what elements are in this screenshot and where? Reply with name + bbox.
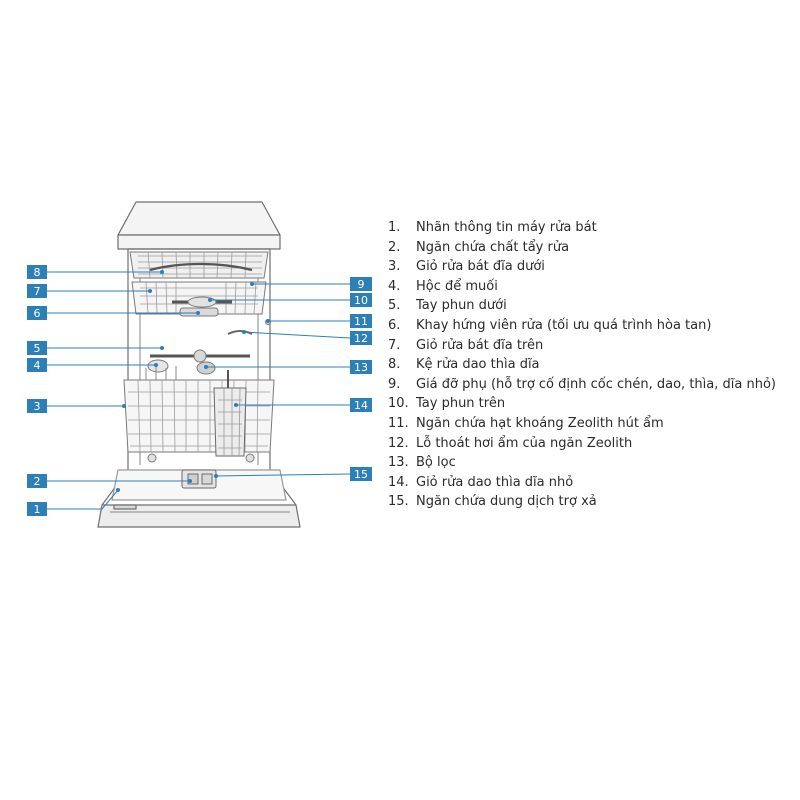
callout-13: 13 (350, 360, 372, 374)
legend-text: Lỗ thoát hơi ẩm của ngăn Zeolith (416, 435, 633, 451)
parts-legend: 1. Nhãn thông tin máy rửa bát 2. Ngăn chứa… (388, 218, 776, 512)
callout-label: 4 (34, 359, 41, 372)
legend-text: Tay phun dưới (416, 298, 507, 314)
callout-8: 8 (27, 265, 47, 279)
legend-item: 14. Giỏ rửa dao thìa dĩa nhỏ (388, 473, 776, 493)
legend-text: Ngăn chứa hạt khoáng Zeolith hút ẩm (416, 415, 664, 431)
callout-label: 1 (34, 503, 41, 516)
rating-label-plate (113, 504, 137, 510)
callout-10: 10 (350, 293, 372, 307)
callout-label: 12 (354, 332, 368, 345)
callout-label: 14 (354, 399, 368, 412)
legend-number: 13. (388, 455, 409, 471)
leader-dots (116, 270, 270, 492)
legend-item: 10. Tay phun trên (388, 394, 776, 414)
detergent-dispenser-drawing (181, 469, 217, 489)
legend-number: 6. (388, 317, 401, 333)
legend-number: 1. (388, 220, 401, 235)
callout-label: 7 (34, 285, 41, 298)
callout-label: 11 (354, 315, 368, 328)
callout-label: 10 (354, 294, 368, 307)
callout-9: 9 (350, 277, 372, 291)
legend-text: Bộ lọc (416, 455, 456, 471)
legend-number: 2. (388, 239, 401, 255)
legend-text: Giỏ rửa dao thìa dĩa nhỏ (416, 474, 574, 490)
legend-number: 12. (388, 435, 409, 451)
legend-item: 9. Giá đỡ phụ (hỗ trợ cố định cốc chén, d… (388, 375, 776, 395)
callout-label: 15 (354, 468, 368, 481)
callout-11: 11 (350, 314, 372, 328)
legend-number: 5. (388, 298, 401, 314)
legend-item: 13. Bộ lọc (388, 453, 776, 473)
callout-15: 15 (350, 467, 372, 481)
callout-6: 6 (27, 306, 47, 320)
legend-text: Hộc để muối (416, 278, 498, 294)
legend-text: Kệ rửa dao thìa dĩa (416, 357, 540, 373)
callout-2: 2 (27, 474, 47, 488)
legend-text: Giỏ rửa bát đĩa trên (416, 337, 544, 353)
legend-number: 11. (388, 415, 409, 431)
callout-label: 2 (34, 475, 41, 488)
legend-item: 11. Ngăn chứa hạt khoáng Zeolith hút ẩm (388, 414, 776, 434)
legend-text: Nhãn thông tin máy rửa bát (416, 220, 597, 235)
legend-item: 2. Ngăn chứa chất tẩy rửa (388, 238, 776, 258)
legend-text: Ngăn chứa chất tẩy rửa (416, 239, 570, 255)
legend-text: Ngăn chứa dung dịch trợ xả (416, 494, 597, 510)
legend-item: 8. Kệ rửa dao thìa dĩa (388, 355, 776, 375)
legend-item: 6. Khay hứng viên rửa (tối ưu quá trình h… (388, 316, 776, 336)
callout-label: 5 (34, 342, 41, 355)
legend-number: 3. (388, 259, 401, 275)
legend-item: 3. Giỏ rửa bát đĩa dưới (388, 257, 776, 277)
legend-number: 14. (388, 474, 409, 490)
dishwasher-top (117, 201, 281, 236)
leader-lines (46, 271, 351, 510)
legend-item: 5. Tay phun dưới (388, 296, 776, 316)
callout-label: 13 (354, 361, 368, 374)
legend-number: 15. (388, 494, 409, 510)
legend-item: 7. Giỏ rửa bát đĩa trên (388, 336, 776, 356)
callout-1: 1 (27, 502, 47, 516)
callout-label: 8 (34, 266, 41, 279)
legend-item: 12. Lỗ thoát hơi ẩm của ngăn Zeolith (388, 434, 776, 454)
callout-12: 12 (350, 331, 372, 345)
legend-text: Tay phun trên (416, 396, 506, 412)
dishwasher-frame (117, 234, 281, 250)
callout-14: 14 (350, 398, 372, 412)
legend-number: 4. (388, 278, 401, 294)
legend-number: 7. (388, 337, 401, 353)
legend-item: 4. Hộc để muối (388, 277, 776, 297)
legend-item: 15. Ngăn chứa dung dịch trợ xả (388, 492, 776, 512)
legend-text: Giỏ rửa bát đĩa dưới (416, 259, 545, 275)
callout-label: 6 (34, 307, 41, 320)
legend-text: Giá đỡ phụ (hỗ trợ cố định cốc chén, dao… (416, 376, 776, 392)
legend-number: 8. (388, 357, 401, 373)
callout-5: 5 (27, 341, 47, 355)
upper-racks (129, 251, 271, 335)
legend-text: Khay hứng viên rửa (tối ưu quá trình hòa… (416, 317, 712, 333)
callout-4: 4 (27, 358, 47, 372)
callout-7: 7 (27, 284, 47, 298)
callout-label: 9 (358, 278, 365, 291)
dishwasher-door (97, 504, 301, 528)
callout-3: 3 (27, 399, 47, 413)
legend-number: 10. (388, 396, 409, 412)
callout-label: 3 (34, 400, 41, 413)
legend-number: 9. (388, 376, 401, 392)
legend-item: 1. Nhãn thông tin máy rửa bát (388, 218, 776, 238)
